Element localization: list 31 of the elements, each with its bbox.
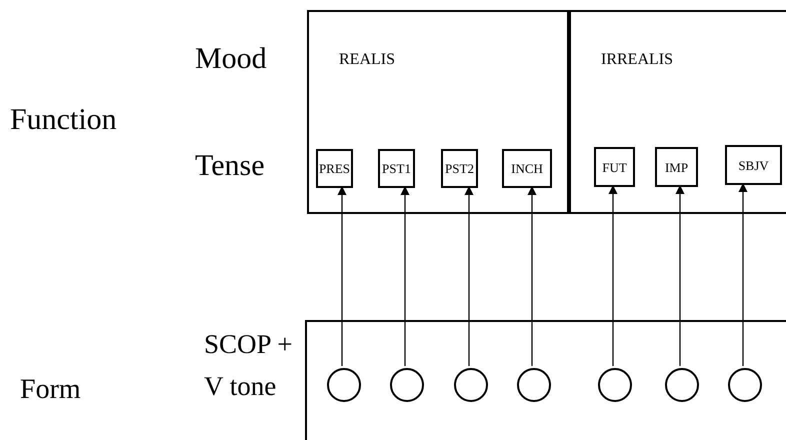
tense-box xyxy=(378,149,415,188)
tense-box xyxy=(655,147,698,187)
mood-label: REALIS xyxy=(339,50,395,70)
form-panel xyxy=(305,320,786,440)
tense-label: PRES xyxy=(318,162,350,175)
tense-box xyxy=(502,149,552,188)
arrow xyxy=(338,186,346,366)
row-label: Function xyxy=(10,102,117,138)
arrow xyxy=(608,185,618,366)
tense-box xyxy=(594,147,635,187)
arrow xyxy=(464,186,474,366)
mood-panel xyxy=(307,10,569,214)
row-label: SCOP + V tone xyxy=(204,328,294,403)
tense-box xyxy=(725,145,782,185)
arrow xyxy=(528,186,536,366)
tense-box xyxy=(441,149,478,188)
arrow xyxy=(738,183,748,366)
tense-label: FUT xyxy=(602,160,627,174)
row-label: Tense xyxy=(195,148,265,184)
tense-label: PST2 xyxy=(445,162,474,175)
tense-label: PST1 xyxy=(382,162,411,175)
tense-label: SBJV xyxy=(738,158,769,172)
tense-box xyxy=(316,149,353,188)
tense-label: INCH xyxy=(511,162,543,175)
row-label: Mood xyxy=(195,41,267,77)
arrow xyxy=(400,186,410,366)
row-label: Form xyxy=(20,373,81,407)
mood-panel xyxy=(569,10,786,214)
mood-label: IRREALIS xyxy=(601,50,673,70)
arrow xyxy=(676,185,684,366)
tense-label: IMP xyxy=(664,160,688,174)
